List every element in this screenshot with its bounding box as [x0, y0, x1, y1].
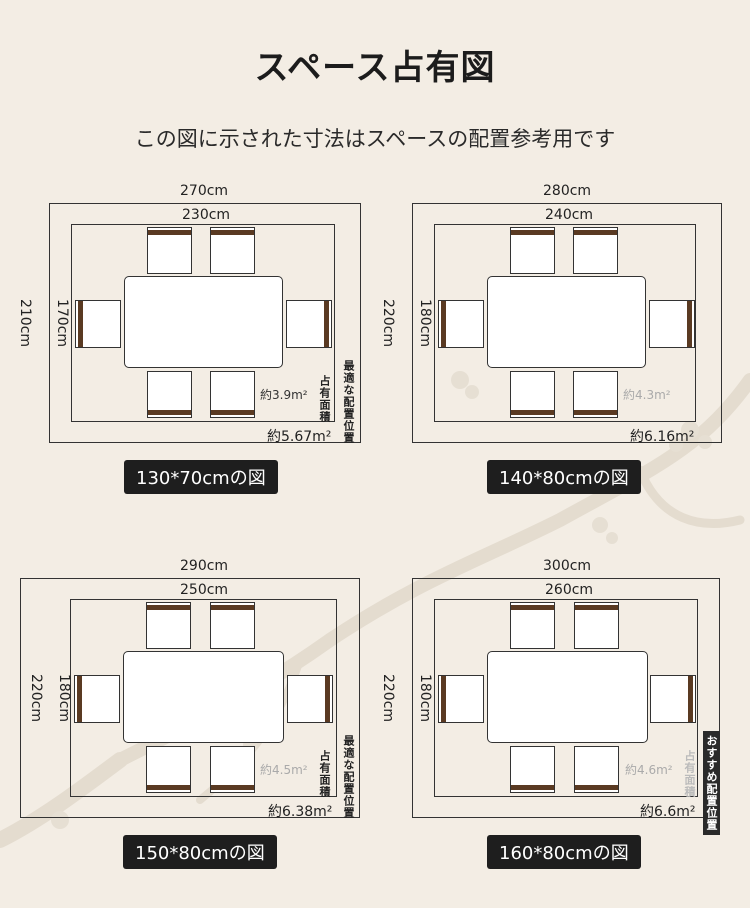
inner-height-label: 180cm	[417, 673, 434, 723]
dining-table	[123, 651, 284, 743]
inner-height-label: 180cm	[417, 298, 434, 348]
outer-width-label: 300cm	[543, 558, 592, 574]
inner-area-rect	[71, 224, 335, 422]
chair-bottom-right	[574, 746, 619, 793]
inner-width-label: 230cm	[182, 207, 231, 223]
size-label: 150*80cmの図	[123, 835, 277, 869]
inner-area-rect	[70, 599, 337, 797]
table-area-label: 約4.6m²	[625, 763, 673, 777]
chair-right	[287, 675, 333, 723]
table-area-label: 約4.5m²	[260, 763, 308, 777]
chair-top-left	[147, 227, 192, 274]
outer-height-label: 220cm	[380, 673, 397, 723]
chair-right	[649, 300, 695, 348]
chair-top-left	[510, 227, 555, 274]
chair-right	[650, 675, 696, 723]
outer-width-label: 270cm	[180, 183, 229, 199]
outer-width-label: 280cm	[543, 183, 592, 199]
layout-panel-140x80: 280cm 240cm 220cm 180cm 約4.3m² 約6.16m² 1…	[380, 180, 722, 494]
chair-top-right	[210, 602, 255, 649]
outer-room-rect	[412, 203, 722, 443]
size-label: 130*70cmの図	[124, 460, 278, 494]
dining-table	[124, 276, 283, 368]
best-placement-note: 最適な配置位置	[342, 360, 355, 444]
chair-bottom-left	[510, 371, 555, 418]
layout-panel-160x80: 300cm 260cm 220cm 180cm 約4.6m² 約6.6m² 占有…	[380, 555, 720, 869]
total-area-label: 約6.38m²	[268, 804, 333, 820]
inner-area-rect	[434, 224, 696, 422]
size-label: 140*80cmの図	[487, 460, 641, 494]
occupied-area-note: 占有面積	[683, 750, 696, 798]
inner-width-label: 240cm	[545, 207, 594, 223]
chair-bottom-left	[147, 371, 192, 418]
inner-width-label: 260cm	[545, 582, 594, 598]
chair-top-left	[146, 602, 191, 649]
occupied-area-note: 占有面積	[318, 375, 331, 423]
page-subtitle: この図に示された寸法はスペースの配置参考用です	[134, 127, 616, 151]
inner-height-label: 170cm	[54, 298, 71, 348]
table-area-label: 約4.3m²	[623, 388, 671, 402]
inner-height-label: 180cm	[56, 673, 73, 723]
outer-height-label: 210cm	[17, 298, 34, 348]
page-title: スペース占有図	[254, 48, 496, 88]
chair-top-left	[510, 602, 555, 649]
total-area-label: 約6.6m²	[640, 804, 696, 820]
outer-room-rect	[20, 578, 360, 818]
dining-table	[487, 276, 646, 368]
best-placement-note: 最適な配置位置	[342, 735, 355, 819]
layout-panel-130x70: 270cm 230cm 210cm 170cm 約3.9m² 約5.67m² 占…	[17, 180, 361, 494]
chair-bottom-right	[210, 746, 255, 793]
inner-width-label: 250cm	[180, 582, 229, 598]
dining-table	[487, 651, 648, 743]
table-area-label: 約3.9m²	[260, 388, 308, 402]
outer-width-label: 290cm	[180, 558, 229, 574]
chair-right	[286, 300, 332, 348]
chair-bottom-left	[146, 746, 191, 793]
total-area-label: 約6.16m²	[630, 429, 695, 445]
chair-left	[438, 300, 484, 348]
chair-bottom-right	[210, 371, 255, 418]
chair-top-right	[574, 602, 619, 649]
size-label: 160*80cmの図	[487, 835, 641, 869]
chair-left	[438, 675, 484, 723]
outer-height-label: 220cm	[380, 298, 397, 348]
outer-height-label: 220cm	[28, 673, 45, 723]
chair-left	[75, 300, 121, 348]
inner-area-rect	[434, 599, 698, 797]
chair-top-right	[573, 227, 618, 274]
chair-bottom-left	[510, 746, 555, 793]
chair-bottom-right	[573, 371, 618, 418]
layout-panel-150x80: 290cm 250cm 220cm 180cm 約4.5m² 約6.38m² 占…	[20, 555, 360, 869]
chair-left	[74, 675, 120, 723]
outer-room-rect	[49, 203, 361, 443]
recommended-placement-badge: おすすめ配置位置	[703, 731, 720, 835]
total-area-label: 約5.67m²	[267, 429, 332, 445]
outer-room-rect	[412, 578, 720, 818]
chair-top-right	[210, 227, 255, 274]
occupied-area-note: 占有面積	[318, 750, 331, 798]
